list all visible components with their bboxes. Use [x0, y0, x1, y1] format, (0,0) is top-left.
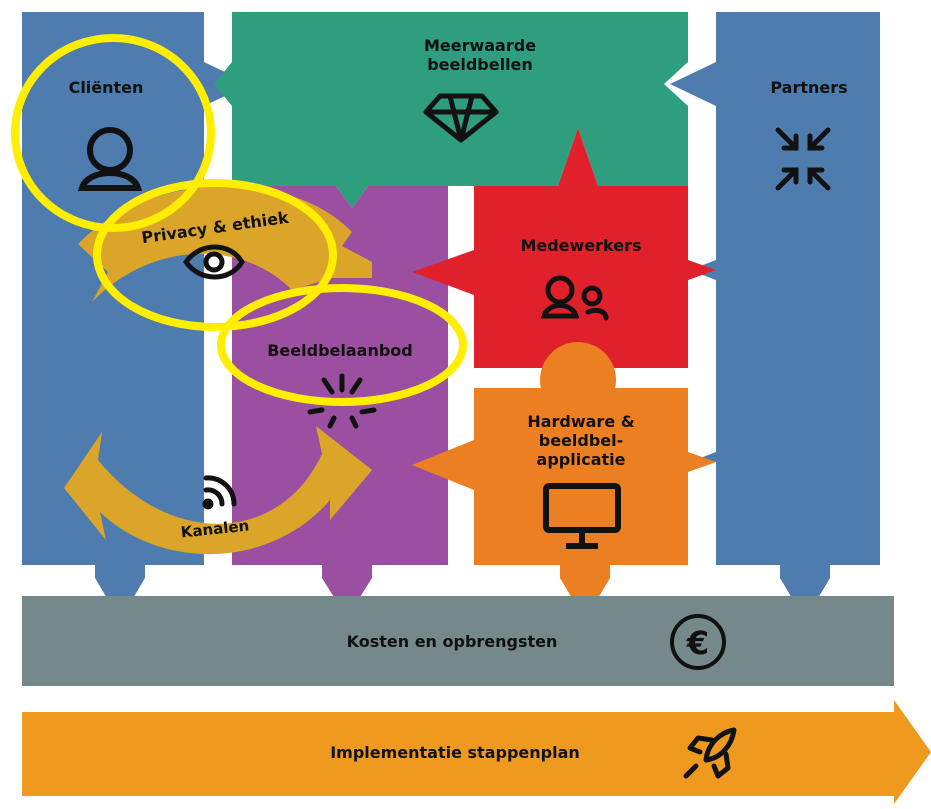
highlight-clienten	[11, 34, 215, 232]
highlight-beeldbelaanbod	[217, 284, 467, 406]
sparkle-icon	[307, 373, 377, 429]
diamond-icon	[423, 93, 499, 143]
collapse-arrows-icon	[775, 127, 831, 191]
beeldbelaanbod-label: Beeldbelaanbod	[267, 341, 413, 360]
hardware-block	[412, 388, 716, 620]
rocket-icon	[683, 727, 737, 779]
medewerkers-label: Medewerkers	[520, 236, 642, 255]
kosten-bar	[22, 596, 894, 686]
signal-icon	[202, 475, 237, 510]
partners-block	[670, 12, 880, 620]
euro-icon: €	[670, 614, 726, 670]
clienten-label: Cliënten	[68, 78, 144, 97]
hardware-label: Hardware & beeldbel- applicatie	[486, 412, 676, 470]
meerwaarde-label-line2: beeldbellen	[427, 55, 533, 75]
eye-icon	[182, 244, 245, 280]
kosten-label: Kosten en opbrengsten	[346, 632, 558, 651]
monitor-icon	[543, 483, 621, 549]
highlight-privacy	[93, 179, 337, 331]
meerwaarde-label-line1: Meerwaarde	[423, 36, 537, 55]
privacy-arc	[78, 186, 372, 302]
implementatie-arrow	[22, 700, 931, 804]
meerwaarde-label: Meerwaarde beeldbellen	[380, 36, 580, 74]
hardware-label-line2: beeldbel-	[538, 431, 624, 451]
kanalen-arc	[64, 426, 372, 555]
hardware-label-line1: Hardware &	[527, 412, 635, 431]
users-icon	[540, 275, 609, 321]
svg-text:€: €	[686, 624, 709, 662]
user-icon	[77, 127, 143, 191]
medewerkers-block	[412, 128, 716, 368]
implementatie-label: Implementatie stappenplan	[330, 743, 580, 762]
partners-label: Partners	[770, 78, 848, 97]
hardware-label-line3: applicatie	[536, 450, 626, 470]
